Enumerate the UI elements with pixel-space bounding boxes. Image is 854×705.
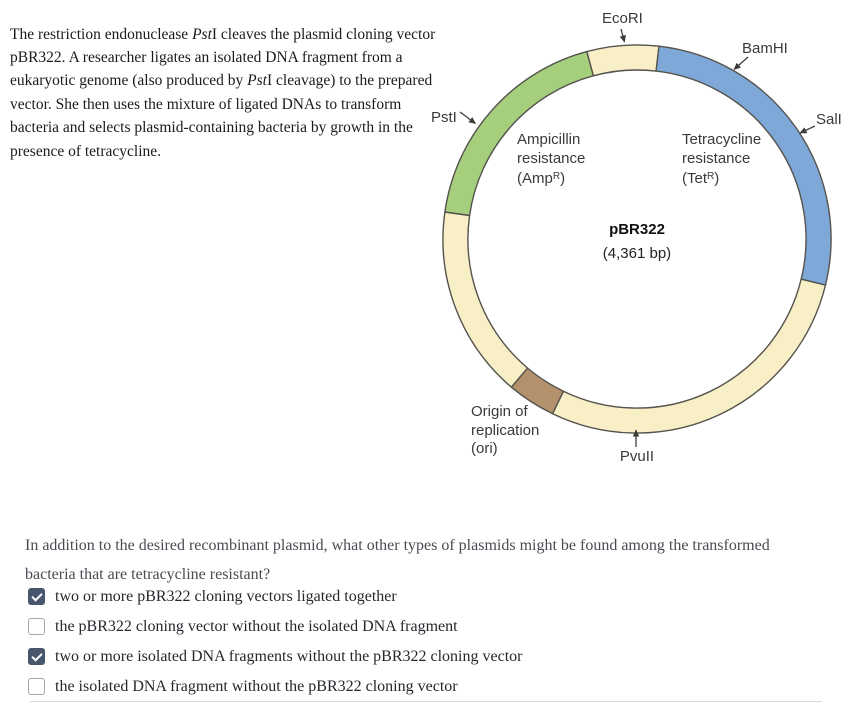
answer-option-4[interactable]: the isolated DNA fragment without the pB…	[28, 677, 458, 696]
plasmid-name: pBR322	[609, 221, 665, 238]
amp-line1: Ampicillin	[517, 131, 581, 148]
tet-region-arc	[655, 45, 832, 286]
enzyme-name-italic: Pst	[192, 25, 212, 43]
tet-line1: Tetracycline	[682, 131, 762, 148]
intro-paragraph: The restriction endonuclease PstI cleave…	[10, 23, 440, 163]
ecori-site-label: EcoRI	[602, 10, 643, 27]
enzyme-name-italic: Pst	[247, 72, 267, 90]
checkbox-option-4[interactable]	[28, 678, 45, 695]
bamhi-arrow	[733, 56, 749, 70]
amp-abbrev-close: )	[560, 170, 566, 187]
tet-superscript: R	[707, 171, 715, 182]
option-1-label: two or more pBR322 cloning vectors ligat…	[55, 588, 397, 605]
amp-line2: resistance	[517, 149, 586, 167]
tet-abbrev-close: )	[714, 170, 720, 187]
tet-abbrev: (Tet	[682, 170, 708, 187]
amp-abbrev: (Amp	[517, 170, 553, 187]
checkbox-option-1[interactable]	[28, 588, 45, 605]
psti-arrow	[459, 111, 477, 125]
tet-line2: resistance	[682, 149, 751, 167]
intro-text: I cleavage) to the prepared vector. She …	[10, 72, 433, 160]
option-3-label: two or more isolated DNA fragments witho…	[55, 648, 523, 665]
ecori-arrow	[619, 28, 626, 43]
psti-site-label: PstI	[431, 109, 457, 126]
bamhi-site-label: BamHI	[742, 40, 788, 57]
backbone-arc-bottom-right	[551, 278, 827, 434]
answer-option-3[interactable]: two or more isolated DNA fragments witho…	[28, 647, 522, 666]
sali-site-label: SalI	[816, 111, 842, 128]
ori-line2: replication	[471, 421, 540, 439]
question-text: In addition to the desired recombinant p…	[25, 537, 770, 583]
plasmid-title-block: pBR322 (4,361 bp)	[547, 221, 727, 263]
pvuii-site-label: PvuII	[619, 448, 655, 465]
amp-region-arc	[444, 50, 595, 217]
ori-line1: Origin of	[471, 403, 528, 420]
amp-superscript: R	[552, 171, 561, 182]
backbone-arc-top	[585, 44, 660, 77]
amp-line3: (AmpR)	[517, 168, 585, 189]
ori-line3: (ori)	[471, 440, 498, 457]
checkbox-option-3[interactable]	[28, 648, 45, 665]
answer-option-1[interactable]: two or more pBR322 cloning vectors ligat…	[28, 587, 397, 606]
answer-option-2[interactable]: the pBR322 cloning vector without the is…	[28, 617, 458, 636]
ori-label: Origin of replication (ori)	[471, 403, 539, 459]
plasmid-size: (4,361 bp)	[602, 244, 672, 262]
amp-resistance-label: Ampicillin resistance (AmpR)	[517, 131, 585, 189]
ori-region-arc	[510, 367, 565, 415]
tet-resistance-label: Tetracycline resistance (TetR)	[682, 131, 761, 189]
tet-line3: (TetR)	[682, 168, 761, 189]
backbone-arc-left	[442, 211, 529, 389]
sali-arrow	[799, 125, 816, 134]
bottom-divider	[30, 701, 822, 702]
intro-text: The restriction endonuclease	[10, 25, 193, 43]
intro-text: I cleaves the plasmid cloning vector pBR…	[10, 25, 436, 90]
option-2-label: the pBR322 cloning vector without the is…	[55, 618, 458, 635]
checkbox-option-2[interactable]	[28, 618, 45, 635]
option-4-label: the isolated DNA fragment without the pB…	[55, 678, 458, 695]
